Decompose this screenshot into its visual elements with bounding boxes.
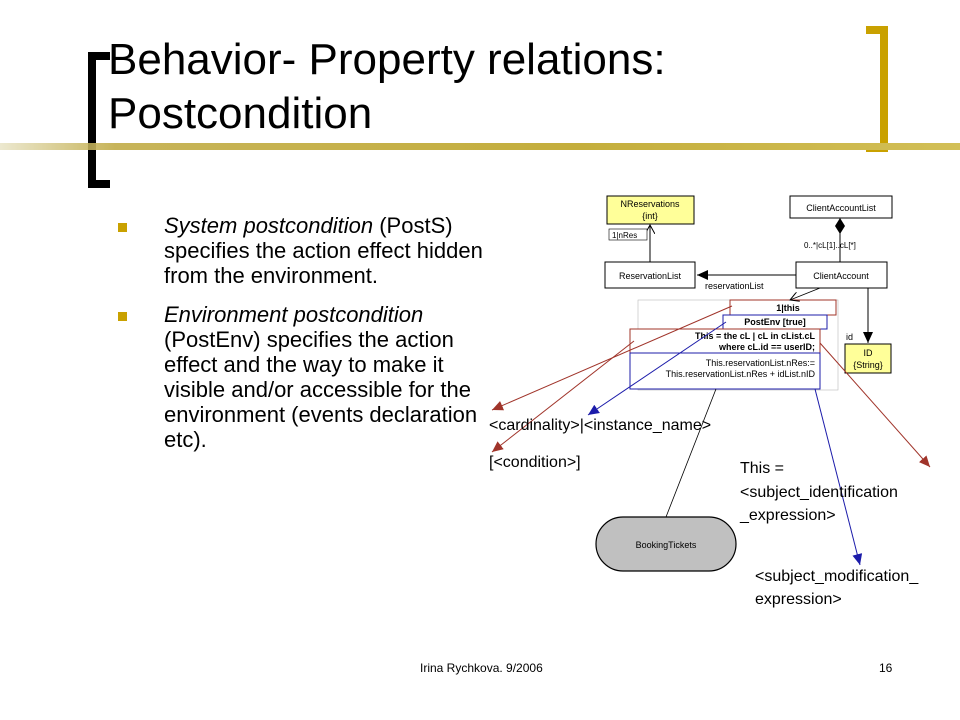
page-number: 16 xyxy=(879,661,893,675)
assoc-id-label: id xyxy=(846,332,853,342)
arrow-to-condition xyxy=(491,340,635,453)
annotation-subject-mod-line-1: <subject_modification_ xyxy=(755,568,919,585)
bullet-term: Environment postcondition xyxy=(164,302,424,327)
class-client-account-list-name: ClientAccountList xyxy=(806,203,876,213)
action-booking-tickets: BookingTickets xyxy=(595,516,737,572)
slide-title-line-2: Postcondition xyxy=(108,89,373,138)
annotation-condition: [<condition>] xyxy=(489,454,581,471)
assoc-nres-label-box xyxy=(608,228,648,241)
slide-title: Behavior- Property relations: Postcondit… xyxy=(108,33,868,141)
annotation-subject-mod-line-2: expression> xyxy=(755,591,842,608)
box-postenv: PostEnv [true] xyxy=(722,314,828,330)
composition-diamond-icon xyxy=(835,218,845,234)
footer-author: Irina Rychkova. 9/2006 xyxy=(420,661,543,675)
arrow-to-subject-modification xyxy=(814,388,863,566)
box-this: 1|this xyxy=(729,299,837,316)
annotation-subject-id-line-3: _expression> xyxy=(739,507,836,524)
connector-client-to-this xyxy=(790,287,821,300)
annotation-subject-id-line-2: <subject_identification xyxy=(740,484,898,501)
box-condition-line-2: where cL.id == userID; xyxy=(718,342,815,352)
title-underline xyxy=(0,143,960,150)
class-id-name: ID xyxy=(864,348,874,358)
box-postenv-label: PostEnv [true] xyxy=(744,317,806,327)
arrow-to-subject-identification xyxy=(819,342,931,468)
box-this-label: 1|this xyxy=(776,303,800,313)
bullet-item-environment-postcondition: Environment postcondition (PostEnv) spec… xyxy=(118,302,498,452)
assoc-nres-label: 1|nRes xyxy=(612,231,637,240)
assoc-client-list-label: 0..*|cL[1]..cL[*] xyxy=(804,241,856,250)
arrow-to-postenv xyxy=(587,321,727,416)
class-id-type: {String} xyxy=(853,360,883,370)
bullet-text: (PostS) specifies the action effect hidd… xyxy=(164,213,483,288)
title-bracket-left xyxy=(88,52,110,188)
bullet-item-system-postcondition: System postcondition (PostS) specifies t… xyxy=(118,213,498,288)
box-modification-line-1: This.reservationList.nRes:= xyxy=(706,358,815,368)
annotation-subject-id-line-1: This = xyxy=(740,460,784,477)
class-reservation-list-name: ReservationList xyxy=(619,271,682,281)
box-condition: This = the cL | cL in cList.cL where cL.… xyxy=(629,328,821,354)
box-modification-line-2: This.reservationList.nRes + idList.nID xyxy=(666,369,816,379)
class-client-account-list: ClientAccountList xyxy=(789,195,893,219)
bullet-term: System postcondition xyxy=(164,213,374,238)
assoc-reservation-list-label: reservationList xyxy=(705,281,764,291)
class-client-account-name: ClientAccount xyxy=(813,271,869,281)
annotation-cardinality: <cardinality>|<instance_name> xyxy=(489,417,711,434)
bullet-text: (PostEnv) specifies the action effect an… xyxy=(164,327,478,452)
box-condition-line-1: This = the cL | cL in cList.cL xyxy=(695,331,815,341)
class-reservation-list: ReservationList xyxy=(604,261,696,289)
class-nreservations: NReservations {int} xyxy=(606,195,695,225)
action-booking-tickets-label: BookingTickets xyxy=(636,540,697,550)
bullet-list: System postcondition (PostS) specifies t… xyxy=(118,213,498,466)
class-nreservations-type: {int} xyxy=(642,211,658,221)
class-client-account: ClientAccount xyxy=(795,261,888,289)
bullet-square-icon xyxy=(118,312,127,321)
slide-title-line-1: Behavior- Property relations: xyxy=(108,35,666,84)
bullet-square-icon xyxy=(118,223,127,232)
class-nreservations-name: NReservations xyxy=(620,199,680,209)
class-id: ID {String} xyxy=(844,343,892,374)
box-modification: This.reservationList.nRes:= This.reserva… xyxy=(629,352,821,390)
connector-booking-to-properties xyxy=(665,388,717,518)
